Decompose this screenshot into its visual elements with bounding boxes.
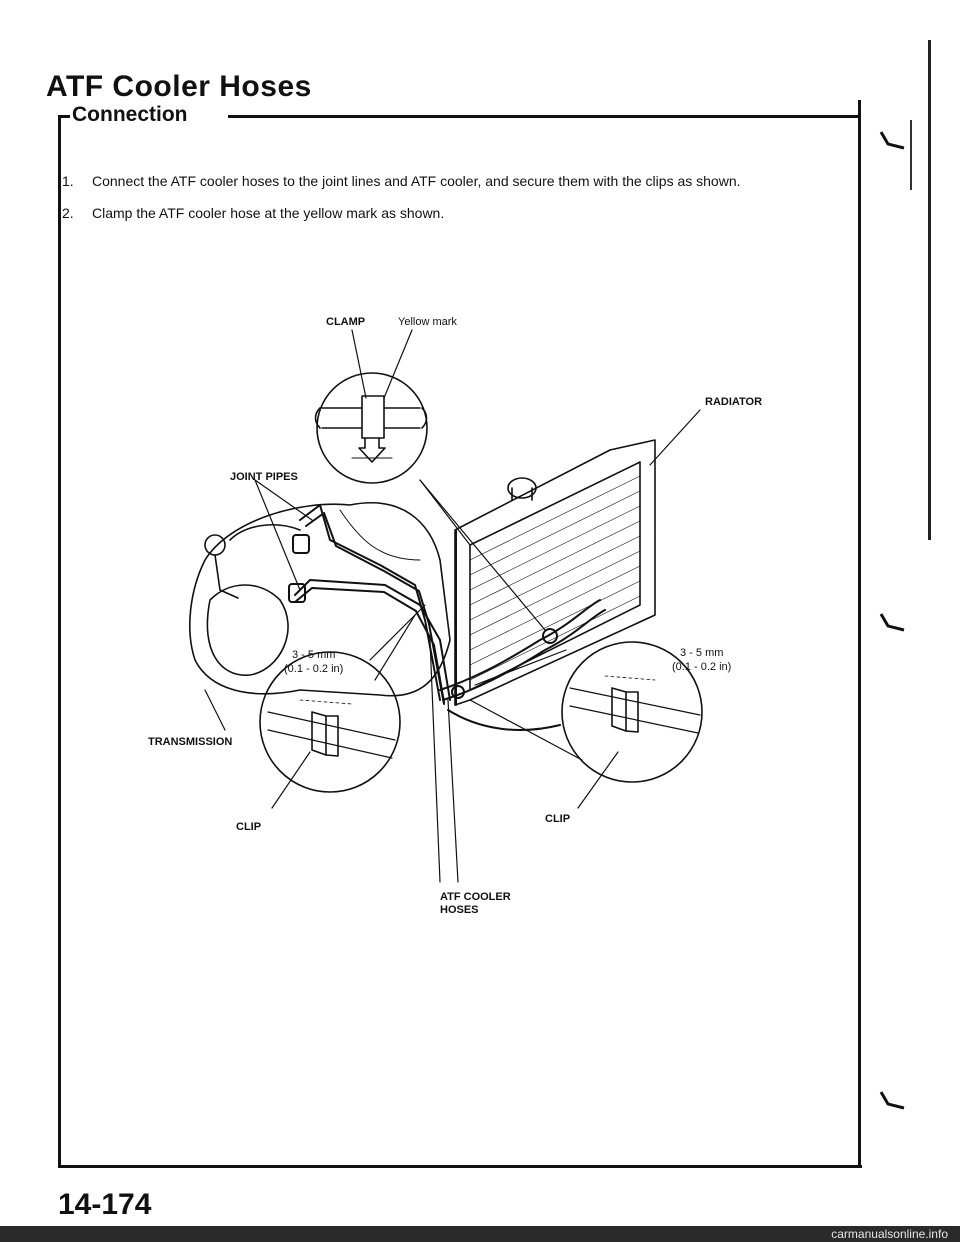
cooler-hoses-drawing [439,599,606,731]
step-1-text: Connect the ATF cooler hoses to the join… [92,173,741,189]
page-number: 14-174 [58,1188,152,1221]
label-dim-right-mm: 3 - 5 mm [680,647,723,659]
label-dim-left-mm: 3 - 5 mm [292,649,335,661]
label-clip-left: CLIP [236,821,261,833]
page-title: ATF Cooler Hoses [46,70,312,103]
section-heading: Connection [72,103,188,126]
label-dim-right-in: (0.1 - 0.2 in) [672,661,731,673]
joint-pipes-drawing [288,504,451,705]
right-clip-detail-circle [561,641,703,783]
label-transmission: TRANSMISSION [148,736,232,748]
frame-bottom-border [58,1165,862,1168]
label-yellow-mark: Yellow mark [398,316,457,328]
corner-mark-2 [879,613,905,632]
label-clip-right: CLIP [545,813,570,825]
step-1-number: 1. [62,173,74,189]
label-clamp: CLAMP [326,316,365,328]
corner-mark-1 [879,131,905,150]
radiator-drawing [454,439,656,706]
label-hoses-line2: HOSES [440,904,479,916]
corner-mark-3 [879,1091,905,1110]
watermark: carmanualsonline.info [831,1227,948,1241]
label-radiator: RADIATOR [705,396,762,408]
frame-hook [58,115,70,118]
label-joint-pipes: JOINT PIPES [230,471,298,483]
step-2: 2. Clamp the ATF cooler hose at the yello… [62,204,444,222]
clamp-detail-circle [314,372,428,484]
margin-line [928,40,931,540]
label-hoses-line1: ATF COOLER [440,891,511,903]
frame-left-border [58,115,61,1168]
step-2-number: 2. [62,205,74,221]
section-rule [228,115,858,118]
left-clip-detail-circle [259,651,401,793]
step-1: 1. Connect the ATF cooler hoses to the jo… [62,172,741,190]
frame-right-border [858,100,861,1168]
step-2-text: Clamp the ATF cooler hose at the yellow … [92,205,445,221]
margin-line-short [910,120,912,190]
label-dim-left-in: (0.1 - 0.2 in) [284,663,343,675]
scan-bottom-bar [0,1226,960,1242]
